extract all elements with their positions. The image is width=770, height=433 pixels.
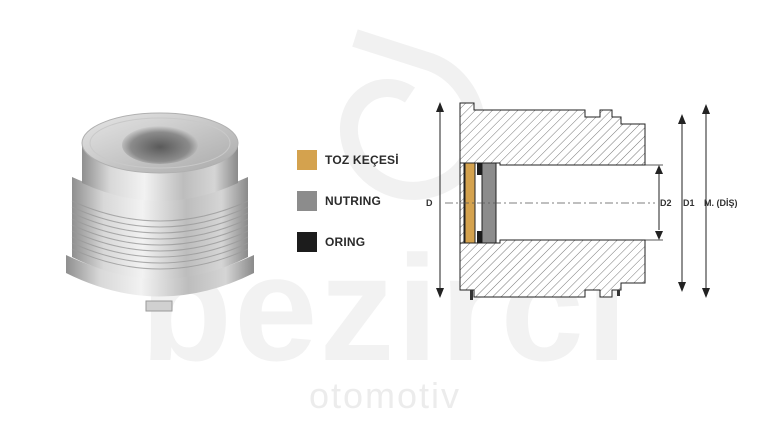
legend-label: NUTRING (325, 194, 382, 208)
legend-swatch (297, 232, 317, 252)
watermark-subtitle: otomotiv (309, 375, 461, 416)
label-d1: D1 (683, 198, 695, 208)
legend-label: TOZ KEÇESİ (325, 153, 399, 167)
label-m-dis: M. (DİŞ) (704, 198, 738, 208)
label-d2: D2 (660, 198, 672, 208)
legend-swatch (297, 150, 317, 170)
housing-upper (459, 102, 646, 166)
housing-lower (459, 239, 646, 298)
threaded-cylinder-head-photo (66, 112, 254, 312)
legend-swatch (297, 191, 317, 211)
pin-mark (470, 290, 473, 300)
oring-seal-bottom (477, 231, 482, 243)
legend: TOZ KEÇESİ NUTRING ORING (297, 150, 399, 273)
label-d: D (426, 198, 433, 208)
legend-item-toz-kecesi: TOZ KEÇESİ (297, 150, 399, 170)
legend-item-oring: ORING (297, 232, 399, 252)
oring-seal-top (477, 163, 482, 175)
legend-label: ORING (325, 235, 366, 249)
legend-item-nutring: NUTRING (297, 191, 399, 211)
pin-mark (617, 290, 620, 296)
